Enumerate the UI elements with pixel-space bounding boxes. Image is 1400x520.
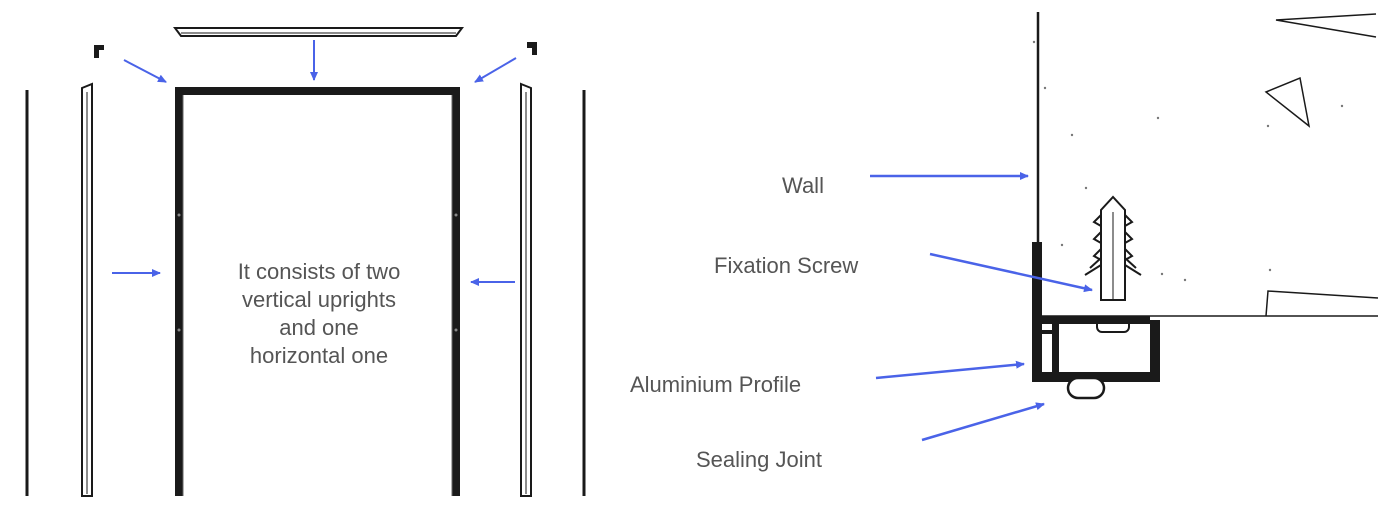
- cross-section-diagram: [870, 12, 1379, 442]
- frame-description-line-3: and one: [279, 315, 359, 340]
- fixation-screw: [1084, 195, 1142, 333]
- frame-description-line-1: It consists of two: [237, 259, 401, 284]
- label-fixation-screw: Fixation Screw: [714, 253, 859, 278]
- arrow-aluminium-profile: [875, 360, 1025, 380]
- corner-bracket-right: [527, 42, 537, 55]
- frame-description: It consists of two vertical uprights and…: [210, 258, 428, 370]
- arrow-sealing-joint: [921, 402, 1045, 442]
- top-horizontal-profile: [173, 27, 464, 37]
- label-aluminium-profile: Aluminium Profile: [630, 372, 802, 397]
- aluminium-profile: [1032, 242, 1160, 382]
- arrow-fixation-screw: [929, 252, 1093, 293]
- frame-description-line-4: horizontal one: [249, 343, 389, 368]
- arrow-bracket-right: [474, 57, 517, 83]
- wall-texture-dots: [1032, 40, 1344, 282]
- label-sealing-joint: Sealing Joint: [696, 447, 822, 472]
- arrow-bracket-left: [123, 59, 167, 83]
- sealing-joint: [1066, 376, 1106, 400]
- assembled-frame: [175, 87, 460, 496]
- frame-description-line-2: vertical uprights: [241, 287, 397, 312]
- frame-assembly-diagram: [25, 27, 586, 497]
- aggregate-wedge: [1275, 13, 1377, 38]
- aggregate-block: [1265, 290, 1379, 317]
- corner-bracket-left: [94, 45, 104, 58]
- label-wall: Wall: [782, 173, 824, 198]
- aggregate-triangle: [1264, 76, 1311, 128]
